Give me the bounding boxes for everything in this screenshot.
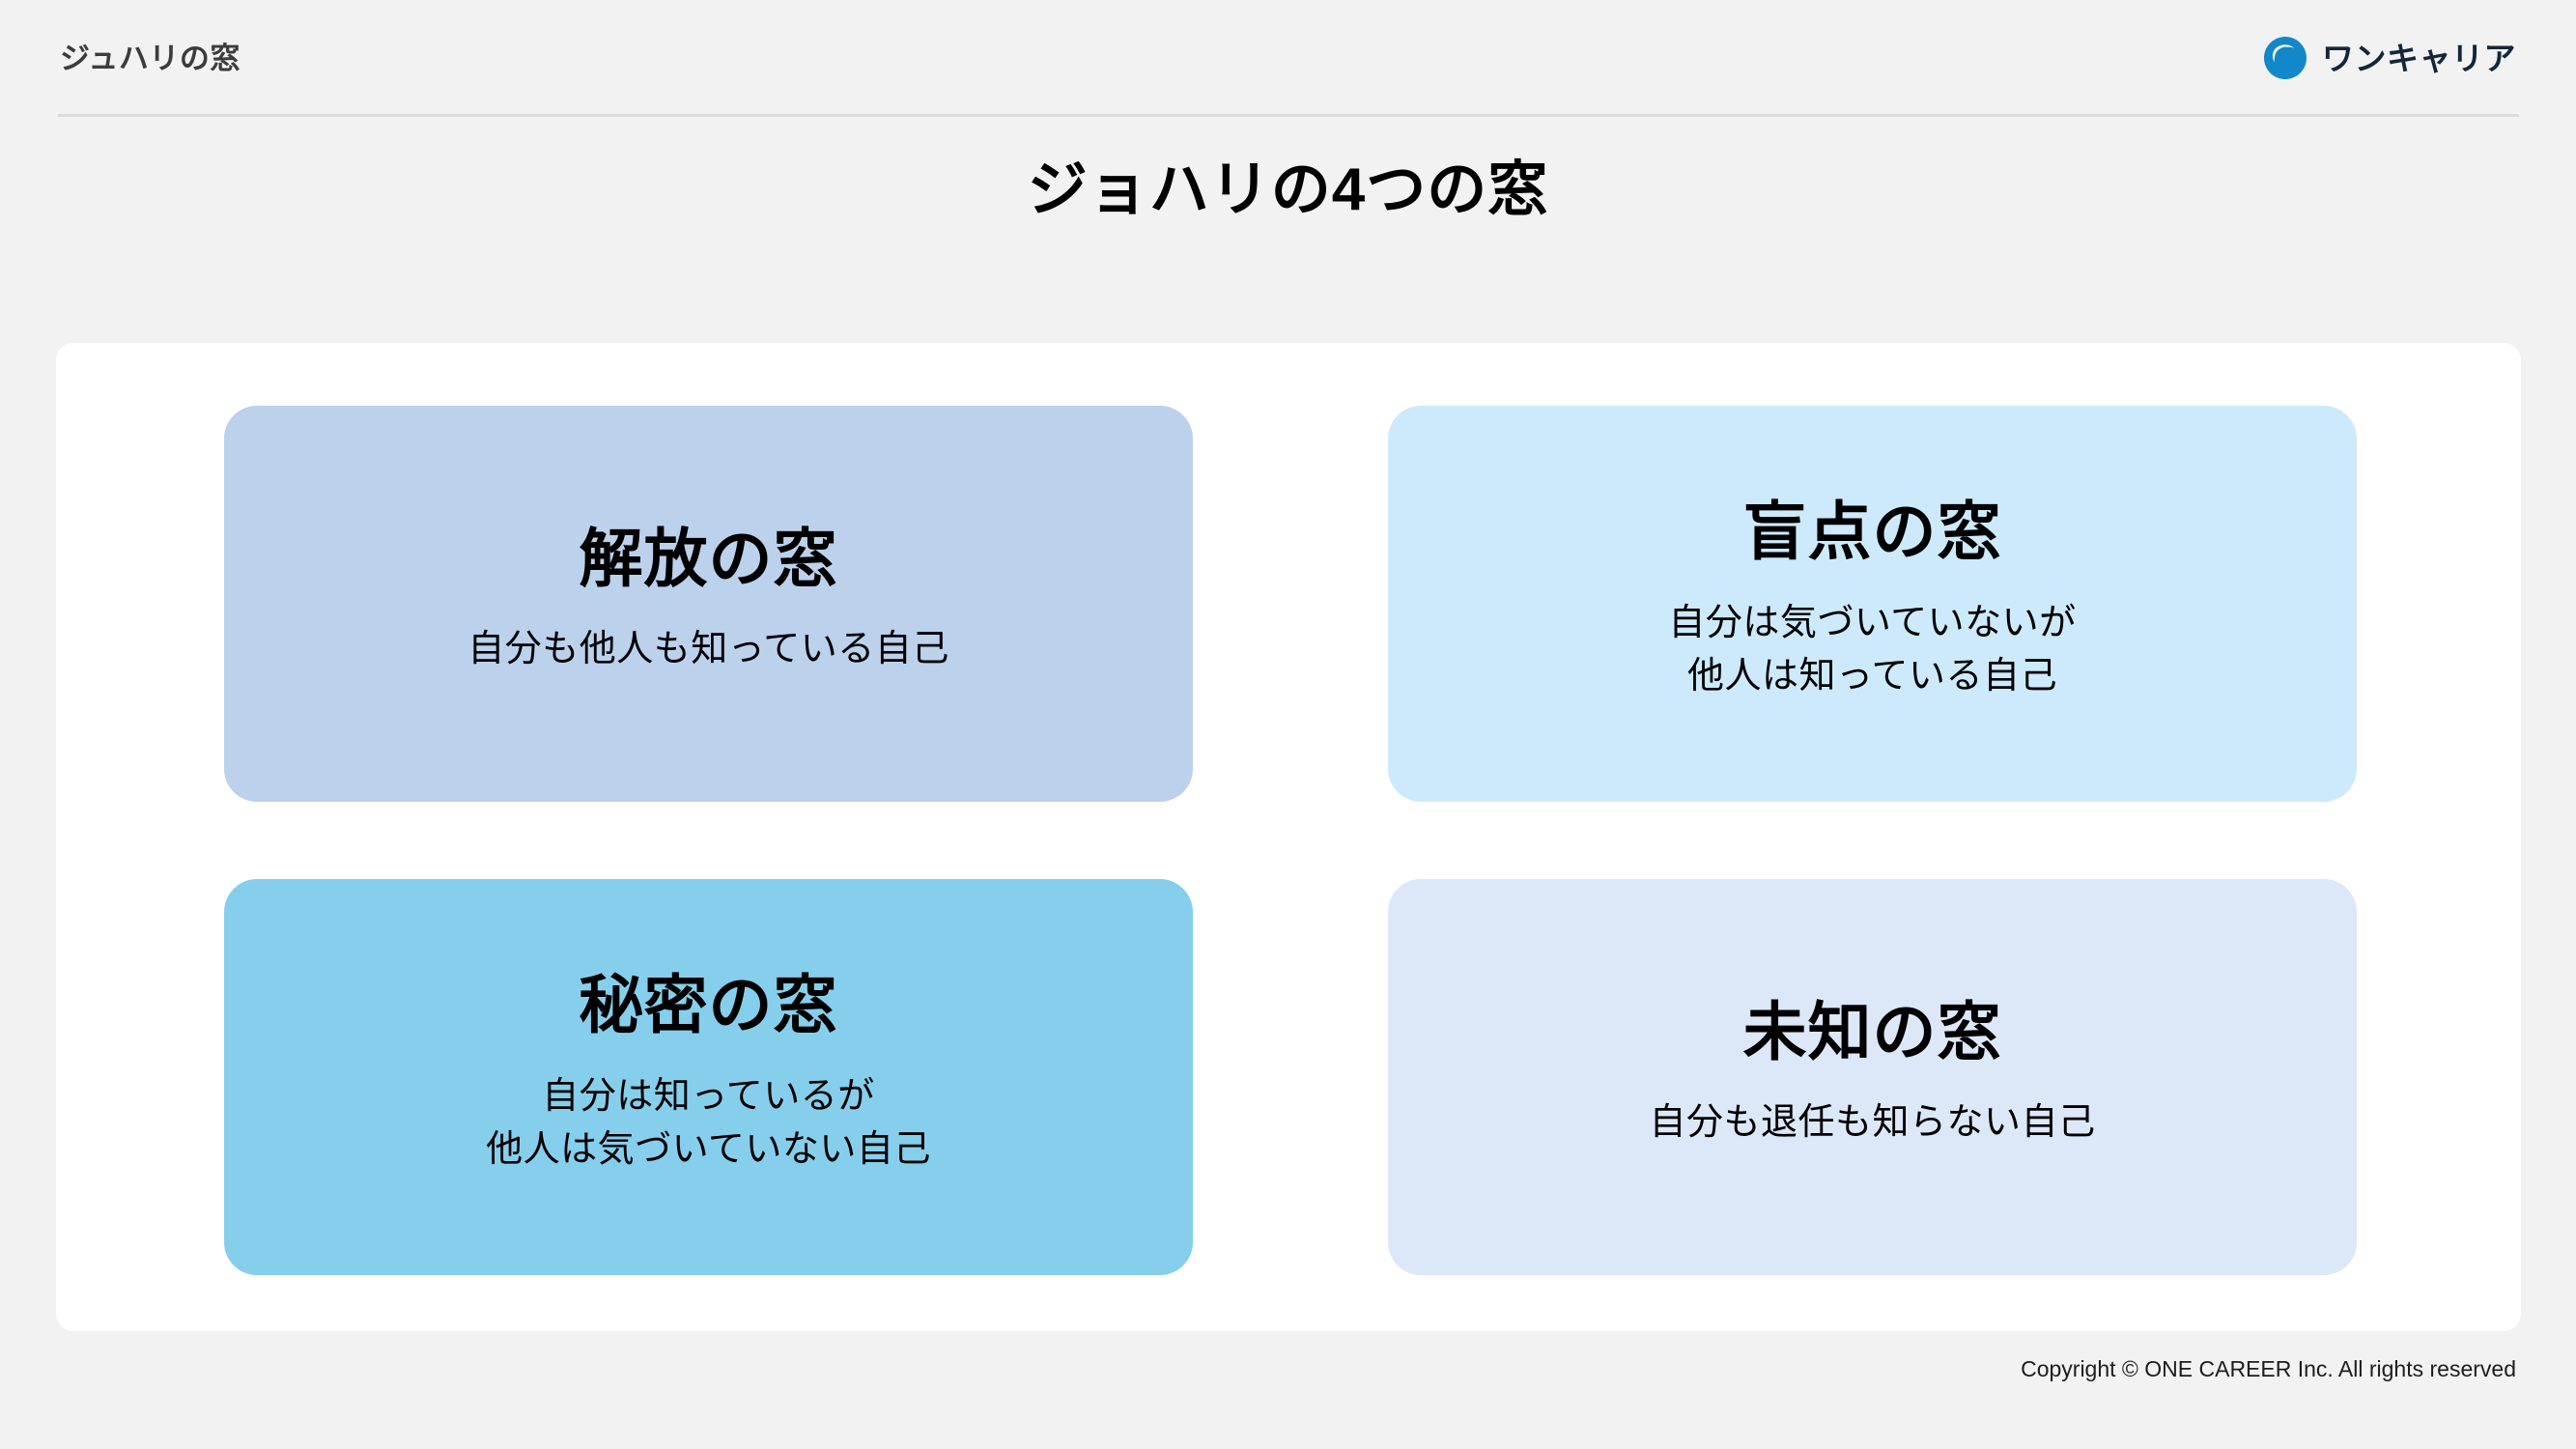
quadrant-open-window[interactable]: 解放の窓 自分も他人も知っている自己 — [224, 406, 1193, 802]
quadrant-description: 自分も退任も知らない自己 — [1649, 1096, 2095, 1150]
brand-logo: ワンキャリア — [2262, 35, 2516, 81]
quadrant-description: 自分も他人も知っている自己 — [467, 623, 949, 676]
header-divider — [58, 114, 2519, 117]
quadrant-description-line: 自分も退任も知らない自己 — [1649, 1102, 2096, 1144]
quadrant-blind-window[interactable]: 盲点の窓 自分は気づいていないが 他人は知っている自己 — [1388, 406, 2357, 802]
quadrant-title: 解放の窓 — [579, 522, 838, 594]
quadrant-description: 自分は気づいていないが 他人は知っている自己 — [1668, 597, 2076, 703]
quadrant-unknown-window[interactable]: 未知の窓 自分も退任も知らない自己 — [1388, 879, 2357, 1275]
one-career-swirl-icon — [2264, 37, 2307, 79]
page-title: ジョハリの4つの窓 — [1027, 156, 1549, 223]
quadrant-description: 自分は知っているが 他人は気づいていない自己 — [486, 1070, 931, 1177]
page-header: ジュハリの窓 ワンキャリア — [0, 0, 2576, 116]
quadrant-description-line: 自分も他人も知っている自己 — [467, 629, 949, 670]
johari-panel: 解放の窓 自分も他人も知っている自己 盲点の窓 自分は気づいていないが 他人は知… — [56, 343, 2521, 1331]
header-title: ジュハリの窓 — [60, 41, 241, 75]
quadrant-title: 秘密の窓 — [579, 968, 838, 1040]
quadrant-description-line: 他人は知っている自己 — [1686, 655, 2058, 696]
quadrant-description-line: 自分は知っているが — [542, 1075, 875, 1117]
quadrant-description-line: 他人は気づいていない自己 — [486, 1128, 931, 1170]
copyright-footer: Copyright © ONE CAREER Inc. All rights r… — [2021, 1356, 2516, 1381]
quadrant-title: 未知の窓 — [1742, 995, 2002, 1067]
quadrant-title: 盲点の窓 — [1742, 495, 2002, 567]
brand-name: ワンキャリア — [2322, 40, 2516, 76]
johari-grid: 解放の窓 自分も他人も知っている自己 盲点の窓 自分は気づいていないが 他人は知… — [224, 406, 2357, 1275]
quadrant-hidden-window[interactable]: 秘密の窓 自分は知っているが 他人は気づいていない自己 — [224, 879, 1193, 1275]
quadrant-description-line: 自分は気づいていないが — [1668, 602, 2077, 643]
